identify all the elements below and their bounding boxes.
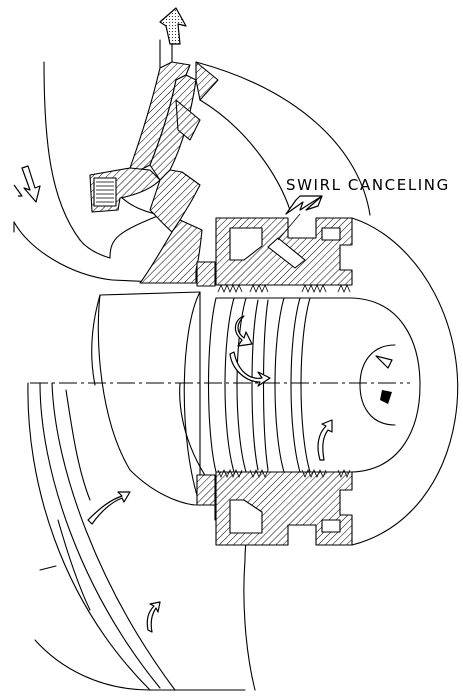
rotation-arrow-icon bbox=[375, 355, 393, 404]
swirl-canceling-label: SWIRL CANCELING bbox=[286, 176, 450, 194]
seal-housing bbox=[215, 199, 459, 546]
labyrinth-teeth bbox=[217, 283, 351, 479]
disk-flow-arrow-icon bbox=[87, 491, 161, 633]
recirculation-arrow-icon bbox=[229, 315, 333, 461]
impeller-shroud bbox=[89, 39, 371, 284]
hub-shaft bbox=[97, 261, 216, 506]
flow-arrow-icon bbox=[159, 7, 187, 45]
swirl-arrow-icon bbox=[277, 195, 323, 241]
inlet-arrow-icon bbox=[13, 165, 41, 203]
rotor-rings bbox=[207, 297, 421, 473]
